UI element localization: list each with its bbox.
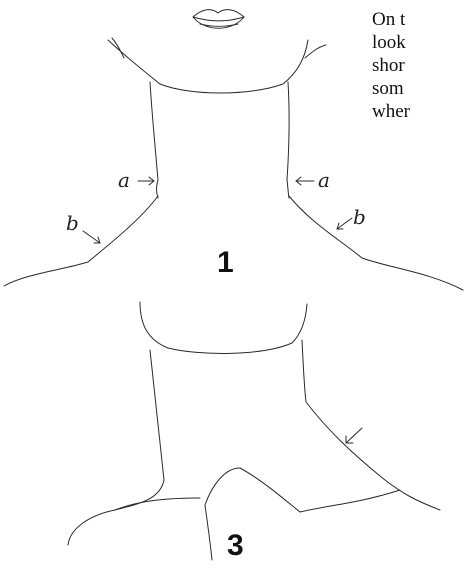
shoulder-right (289, 196, 463, 290)
jaw-line (108, 40, 308, 93)
figure-3-number: 3 (227, 529, 244, 562)
ear-left (112, 38, 124, 58)
collarbone-left (205, 468, 240, 505)
lips-drawing (193, 10, 244, 29)
label-a-left: a (118, 168, 130, 192)
label-b-right: b (353, 205, 366, 229)
figure-1-number: 1 (217, 246, 234, 279)
side-line: som (372, 77, 465, 100)
side-paragraph: On t look shor som wher (372, 8, 465, 123)
side-line: On t (372, 8, 465, 31)
jaw-line-3 (140, 302, 307, 353)
neck-right-line (287, 82, 289, 198)
side-line: wher (372, 100, 465, 123)
side-line: shor (372, 54, 465, 77)
sternum-line (205, 505, 212, 560)
collarbone-right (240, 468, 400, 512)
figure-3: 3 (68, 302, 440, 562)
arrow-b-left (83, 231, 100, 243)
shoulder-left-3 (115, 498, 200, 510)
label-b-left: b (66, 211, 79, 235)
label-a-right: a (318, 168, 330, 192)
arrow-fig3 (346, 428, 362, 443)
neck-left-line-3 (68, 350, 164, 545)
shoulder-left (4, 196, 158, 286)
neck-right-line-3 (302, 340, 440, 510)
ear-right (305, 45, 326, 58)
side-line: look (372, 31, 465, 54)
